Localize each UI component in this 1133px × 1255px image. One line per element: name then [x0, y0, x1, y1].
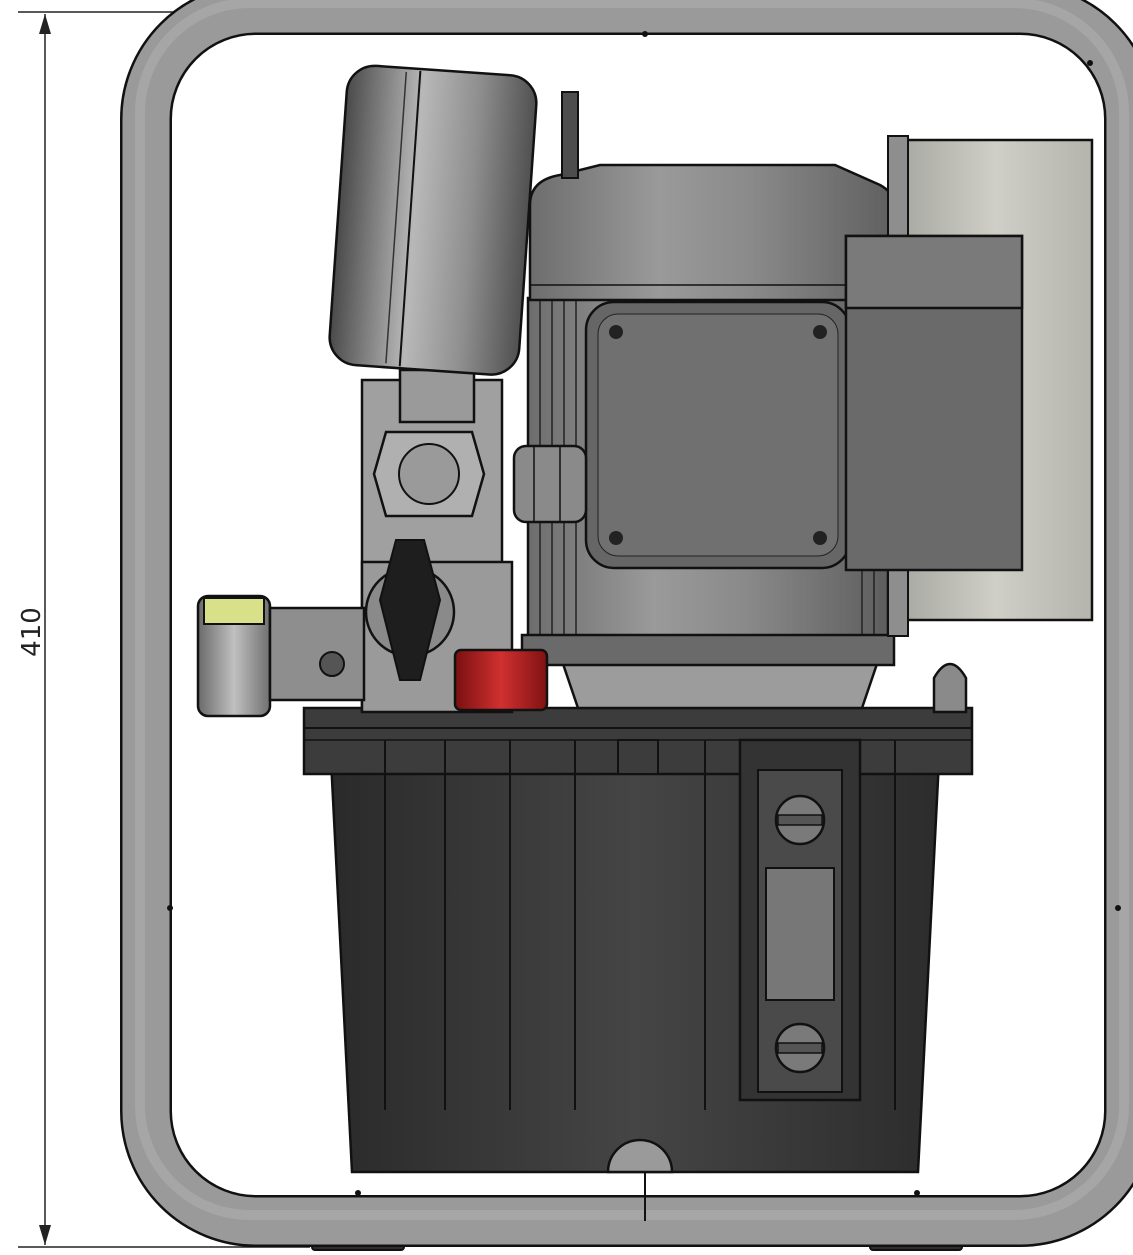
electric-motor — [512, 91, 900, 710]
breather-rod — [561, 91, 579, 179]
cap-nut — [932, 662, 968, 714]
control-box — [844, 135, 1094, 637]
arrowhead-bottom — [39, 1225, 51, 1245]
oil-level-window — [765, 867, 835, 1001]
coupler-band — [203, 597, 265, 625]
drain-plug — [606, 1138, 674, 1174]
quick-coupler — [196, 594, 366, 718]
tubular-frame — [120, 0, 1133, 1247]
fan-cowl — [528, 163, 900, 302]
gauge-stem — [398, 368, 476, 424]
filler-cap — [453, 648, 549, 712]
dimension-label: 410 — [17, 607, 47, 657]
release-valve-handle — [378, 539, 442, 681]
arrowhead-top — [39, 14, 51, 34]
cable-gland — [512, 444, 588, 524]
oil-tank — [302, 706, 974, 1174]
pressure-gauge — [328, 64, 538, 424]
